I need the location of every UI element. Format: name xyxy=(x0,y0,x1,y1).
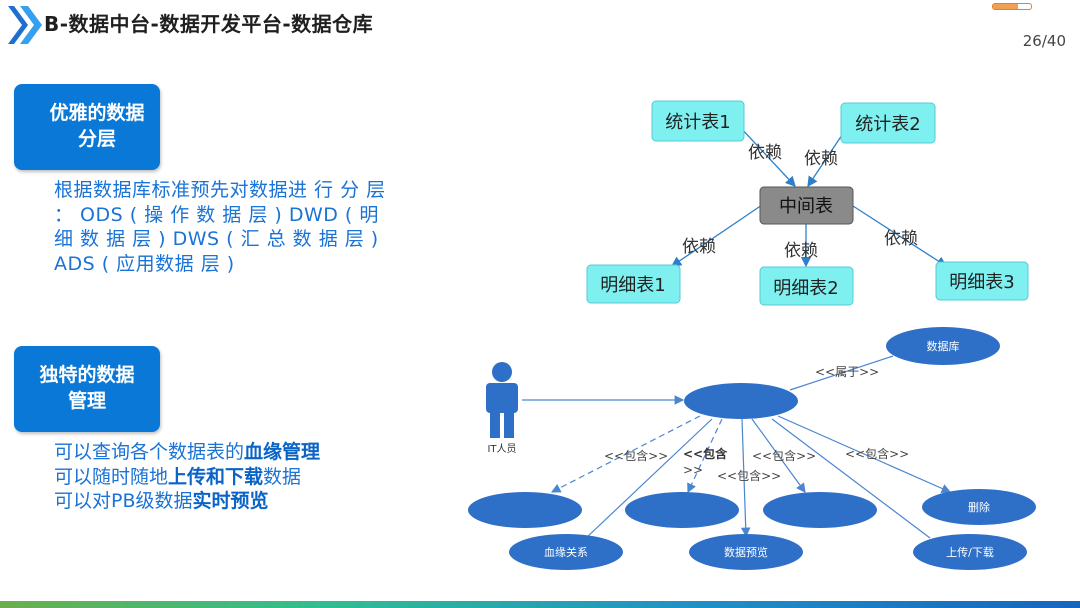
edge-label: 依赖 xyxy=(748,143,782,163)
table-node-detail-1: 明细表1 xyxy=(586,264,681,304)
section-description-layering: 根据数据库标准预先对数据进 行 分 层 ： ODS ( 操 作 数 据 层 ) … xyxy=(54,179,386,276)
svg-text:明细表2: 明细表2 xyxy=(773,278,838,299)
relation-label: <<属于>> xyxy=(815,365,879,379)
edge-label: 依赖 xyxy=(784,241,818,261)
relation-label: <<包含>> xyxy=(752,448,816,463)
person-icon xyxy=(486,362,518,438)
footer-gradient-bar xyxy=(0,601,1080,608)
svg-text:统计表2: 统计表2 xyxy=(855,114,920,135)
management-line: 可以查询各个数据表的血缘管理 xyxy=(54,441,321,463)
svg-text:删除: 删除 xyxy=(968,500,990,514)
slide-progress-fill xyxy=(993,4,1018,9)
usecase-center xyxy=(684,383,798,419)
table-node-middle: 中间表 xyxy=(759,186,854,225)
relation-label: <<包含>> xyxy=(845,446,909,461)
database-node: 数据库 xyxy=(886,327,1000,365)
usecase-preview: 数据预览 xyxy=(689,534,803,570)
svg-text:血缘关系: 血缘关系 xyxy=(544,545,588,559)
section-description-management: 可以查询各个数据表的血缘管理 可以随时随地上传和下载数据 可以对PB级数据实时预… xyxy=(54,440,434,514)
table-node-stat-2: 统计表2 xyxy=(840,102,936,144)
edge-label: 依赖 xyxy=(682,237,716,257)
usecase-lineage: 血缘关系 xyxy=(509,534,623,570)
table-node-detail-2: 明细表2 xyxy=(759,266,854,306)
section-badge-layering: 优雅的数据分层 xyxy=(14,84,160,170)
svg-text:明细表3: 明细表3 xyxy=(949,272,1014,293)
table-node-stat-1: 统计表1 xyxy=(651,100,745,142)
relation-label: <<包含>> xyxy=(717,468,781,483)
page-number: 26/40 xyxy=(1022,32,1066,50)
slide-progress-bar xyxy=(992,3,1032,10)
usecase-blank xyxy=(625,492,739,528)
usecase-upload-download: 上传/下载 xyxy=(913,534,1027,570)
usecase-delete: 删除 xyxy=(922,489,1036,525)
svg-text:统计表1: 统计表1 xyxy=(665,112,730,133)
relation-label: <<包含 xyxy=(683,446,728,461)
svg-text:数据预览: 数据预览 xyxy=(724,545,768,559)
actor-label: IT人员 xyxy=(487,443,516,455)
management-line: 可以随时随地上传和下载数据 xyxy=(54,465,302,488)
chevron-logo-icon xyxy=(8,6,42,44)
section-badge-management: 独特的数据管理 xyxy=(14,346,160,432)
svg-text:明细表1: 明细表1 xyxy=(600,275,665,296)
relation-label: >> xyxy=(683,463,703,477)
usecase-blank xyxy=(763,492,877,528)
slide-title: B-数据中台-数据开发平台-数据仓库 xyxy=(44,12,374,36)
table-node-detail-3: 明细表3 xyxy=(935,261,1029,301)
svg-text:中间表: 中间表 xyxy=(779,196,833,217)
edge-label: 依赖 xyxy=(804,149,838,169)
relation-label: <<包含>> xyxy=(604,448,668,463)
management-line: 可以对PB级数据实时预览 xyxy=(54,490,269,513)
svg-text:上传/下载: 上传/下载 xyxy=(946,546,994,559)
svg-text:数据库: 数据库 xyxy=(927,339,960,353)
usecase-blank xyxy=(468,492,582,528)
section-badge-layering-label: 优雅的数据分层 xyxy=(49,102,145,150)
edge-label: 依赖 xyxy=(884,229,918,249)
section-badge-management-label: 独特的数据管理 xyxy=(39,364,135,412)
